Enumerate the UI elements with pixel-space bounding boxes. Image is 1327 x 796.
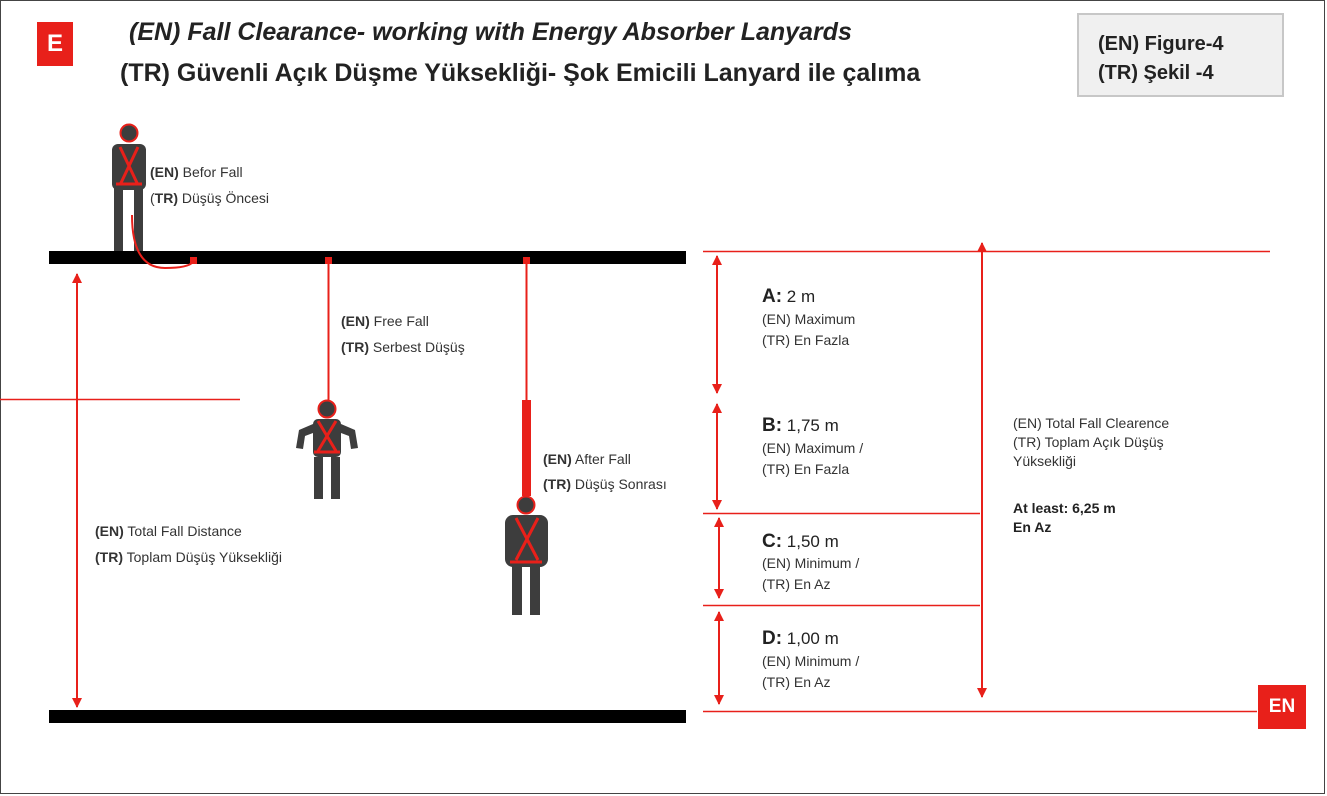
after-fall-label-en: (EN) After Fall bbox=[543, 451, 631, 467]
segment-d-line1: (EN) Minimum / bbox=[762, 653, 859, 669]
segment-b-line2: (TR) En Fazla bbox=[762, 461, 849, 477]
worker-after-fall-icon bbox=[505, 495, 548, 615]
segment-a-value: A: 2 m bbox=[762, 286, 815, 307]
total-fall-distance-label-tr: (TR) Toplam Düşüş Yüksekliği bbox=[95, 549, 282, 565]
figure-label-box: (EN) Figure-4 (TR) Şekil -4 bbox=[1077, 13, 1284, 97]
section-badge-e: E bbox=[37, 22, 73, 66]
before-fall-label-en: (EN) Befor Fall bbox=[150, 164, 243, 180]
worker-before-fall-icon bbox=[112, 123, 194, 270]
total-clearance-label-tr-2: Yüksekliği bbox=[1013, 453, 1076, 469]
worker-free-fall-icon bbox=[296, 399, 358, 499]
language-badge-en: EN bbox=[1258, 685, 1306, 729]
segment-c-line1: (EN) Minimum / bbox=[762, 555, 859, 571]
total-clearance-label-tr: (TR) Toplam Açık Düşüş bbox=[1013, 434, 1164, 450]
segment-a-line2: (TR) En Fazla bbox=[762, 332, 849, 348]
title-en: (EN) Fall Clearance- working with Energy… bbox=[129, 18, 852, 46]
after-fall-label-tr: (TR) Düşüş Sonrası bbox=[543, 476, 667, 492]
title-tr: (TR) Güvenli Açık Düşme Yüksekliği- Şok … bbox=[120, 59, 921, 87]
segment-c-line2: (TR) En Az bbox=[762, 576, 830, 592]
total-fall-distance-label-en: (EN) Total Fall Distance bbox=[95, 523, 242, 539]
deployed-energy-absorber bbox=[522, 400, 531, 496]
segment-d-line2: (TR) En Az bbox=[762, 674, 830, 690]
segment-d-value: D: 1,00 m bbox=[762, 628, 839, 649]
ground-platform bbox=[49, 710, 686, 723]
minimum-clearance-tr: En Az bbox=[1013, 519, 1051, 535]
anchor-point bbox=[325, 257, 332, 264]
segment-a-line1: (EN) Maximum bbox=[762, 311, 855, 327]
figure-label-tr: (TR) Şekil -4 bbox=[1098, 62, 1214, 84]
top-platform bbox=[49, 251, 686, 264]
segment-b-value: B: 1,75 m bbox=[762, 415, 839, 436]
anchor-point bbox=[523, 257, 530, 264]
free-fall-label-en: (EN) Free Fall bbox=[341, 313, 429, 329]
total-clearance-label-en: (EN) Total Fall Clearence bbox=[1013, 415, 1169, 431]
anchor-point bbox=[190, 257, 197, 264]
free-fall-label-tr: (TR) Serbest Düşüş bbox=[341, 339, 465, 355]
before-fall-label-tr: (TR) Düşüş Öncesi bbox=[150, 189, 269, 206]
segment-c-value: C: 1,50 m bbox=[762, 531, 839, 552]
minimum-clearance-value: At least: 6,25 m bbox=[1013, 500, 1116, 516]
segment-b-line1: (EN) Maximum / bbox=[762, 440, 863, 456]
figure-label-en: (EN) Figure-4 bbox=[1098, 33, 1224, 55]
